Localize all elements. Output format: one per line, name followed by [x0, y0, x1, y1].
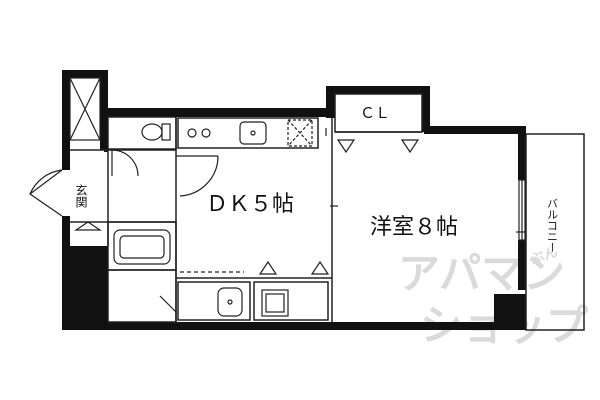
- watermark: アパマン ショップ ぶん: [398, 244, 588, 350]
- wash-basin-drain: [227, 299, 233, 305]
- label-entrance: 玄関: [74, 183, 88, 208]
- stove-burner-2: [201, 128, 211, 138]
- toilet-door: [111, 149, 139, 177]
- label-balcony: バルコニー: [546, 198, 559, 253]
- wall-left-outer-top: [62, 70, 70, 148]
- dk-door: [176, 155, 219, 197]
- label-dk: ＤＫ５帖: [206, 192, 294, 217]
- walls: [62, 70, 526, 330]
- closet-triangle-right: [400, 139, 420, 154]
- wall-toilet-left: [104, 112, 108, 152]
- bottom-unit-right: [253, 281, 329, 321]
- wall-left-lower: [62, 246, 108, 330]
- wall-top-middle: [104, 108, 330, 117]
- stove-burner-1: [187, 128, 197, 138]
- fridge-space: [287, 119, 313, 147]
- bottom-unit-left: [177, 281, 251, 321]
- wall-top-closet: [326, 86, 428, 94]
- label-western-room: 洋室８帖: [370, 215, 458, 240]
- wash-basin: [217, 287, 243, 317]
- washroom: [107, 269, 177, 323]
- window-top-left-x2: [69, 77, 101, 141]
- entrance-door: [29, 169, 63, 217]
- wall-top-closet-left: [326, 86, 335, 118]
- dk-triangle-1: [258, 260, 278, 275]
- bathtub-inner: [119, 235, 165, 259]
- wall-bottom: [62, 322, 526, 330]
- wall-top-right: [424, 126, 524, 134]
- closet-triangle-left: [336, 139, 356, 154]
- toilet-tank: [161, 123, 171, 141]
- washing-machine-inner: [265, 293, 285, 313]
- doors: [29, 128, 526, 313]
- wall-top-closet-right: [422, 86, 430, 132]
- windows: [69, 77, 526, 241]
- entrance-triangle: [74, 221, 102, 231]
- washing-machine: [261, 289, 289, 317]
- label-closet: ＣＬ: [360, 104, 390, 122]
- wall-right-lower: [518, 240, 526, 290]
- toilet-bowl: [141, 123, 163, 141]
- wall-left-entrance: [62, 148, 70, 170]
- fixtures: [113, 119, 313, 317]
- kitchen-sink-drain: [250, 130, 256, 136]
- bathtub: [113, 229, 171, 265]
- wall-top-left: [64, 70, 106, 78]
- fridge-x2: [287, 119, 313, 147]
- wall-left-entrance-2: [62, 216, 70, 250]
- watermark-line1: アパマン: [398, 249, 565, 298]
- dk-triangle-2: [310, 260, 330, 275]
- wall-right: [518, 126, 526, 180]
- kitchen-sink: [239, 121, 267, 145]
- bath-door: [159, 295, 177, 313]
- bathroom: [107, 221, 177, 271]
- kitchen-counter: [177, 117, 319, 149]
